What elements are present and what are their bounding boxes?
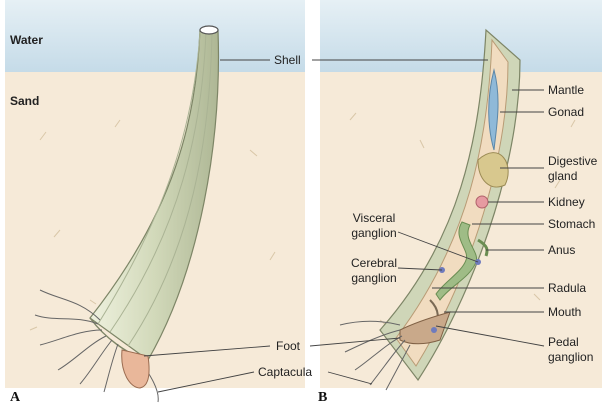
pedal-ganglion-node [431,327,437,333]
panel-a-label: A [10,390,21,405]
leader-captacula-b [327,371,373,385]
leader-foot-b [309,337,401,347]
digestive-gland-label: Digestive gland [548,154,598,183]
stomach-label: Stomach [548,217,596,231]
shell-a [89,25,220,361]
leader-lines [143,59,545,393]
water-layer-a [5,0,305,72]
leader-pedal [435,325,545,347]
panel-b-label: B [318,390,328,405]
digestive-gland-organ [477,152,509,188]
radula-label: Radula [548,281,587,295]
visceral-ganglion-label: Visceral ganglion [351,211,397,240]
captacula-a [34,289,159,403]
sand-label: Sand [10,94,40,108]
gonad-label: Gonad [548,105,585,119]
sand-texture-b [349,112,576,326]
foot-label: Foot [276,339,301,353]
anus-label: Anus [548,243,576,257]
pedal-muscle [399,311,451,345]
cutaway-b [379,28,521,382]
shell-label: Shell [274,53,301,67]
kidney-label: Kidney [548,195,585,209]
shell-apex-opening [199,25,219,35]
foot-a [121,349,150,389]
leader-captacula-a [157,371,255,393]
leader-foot-a [143,345,271,357]
mantle-label: Mantle [548,83,585,97]
captacula-label: Captacula [258,365,313,379]
stomach-organ [435,221,478,301]
anus-organ [477,238,489,257]
pedal-ganglion-label: Pedal ganglion [548,335,594,364]
leader-cerebral [397,267,443,271]
cerebral-ganglion-label: Cerebral ganglion [350,256,398,285]
leader-visceral [397,231,479,263]
water-label: Water [10,33,43,47]
water-layer-b [320,0,602,72]
mouth-label: Mouth [548,305,582,319]
kidney-organ [475,195,489,209]
gonad-organ [488,68,499,151]
